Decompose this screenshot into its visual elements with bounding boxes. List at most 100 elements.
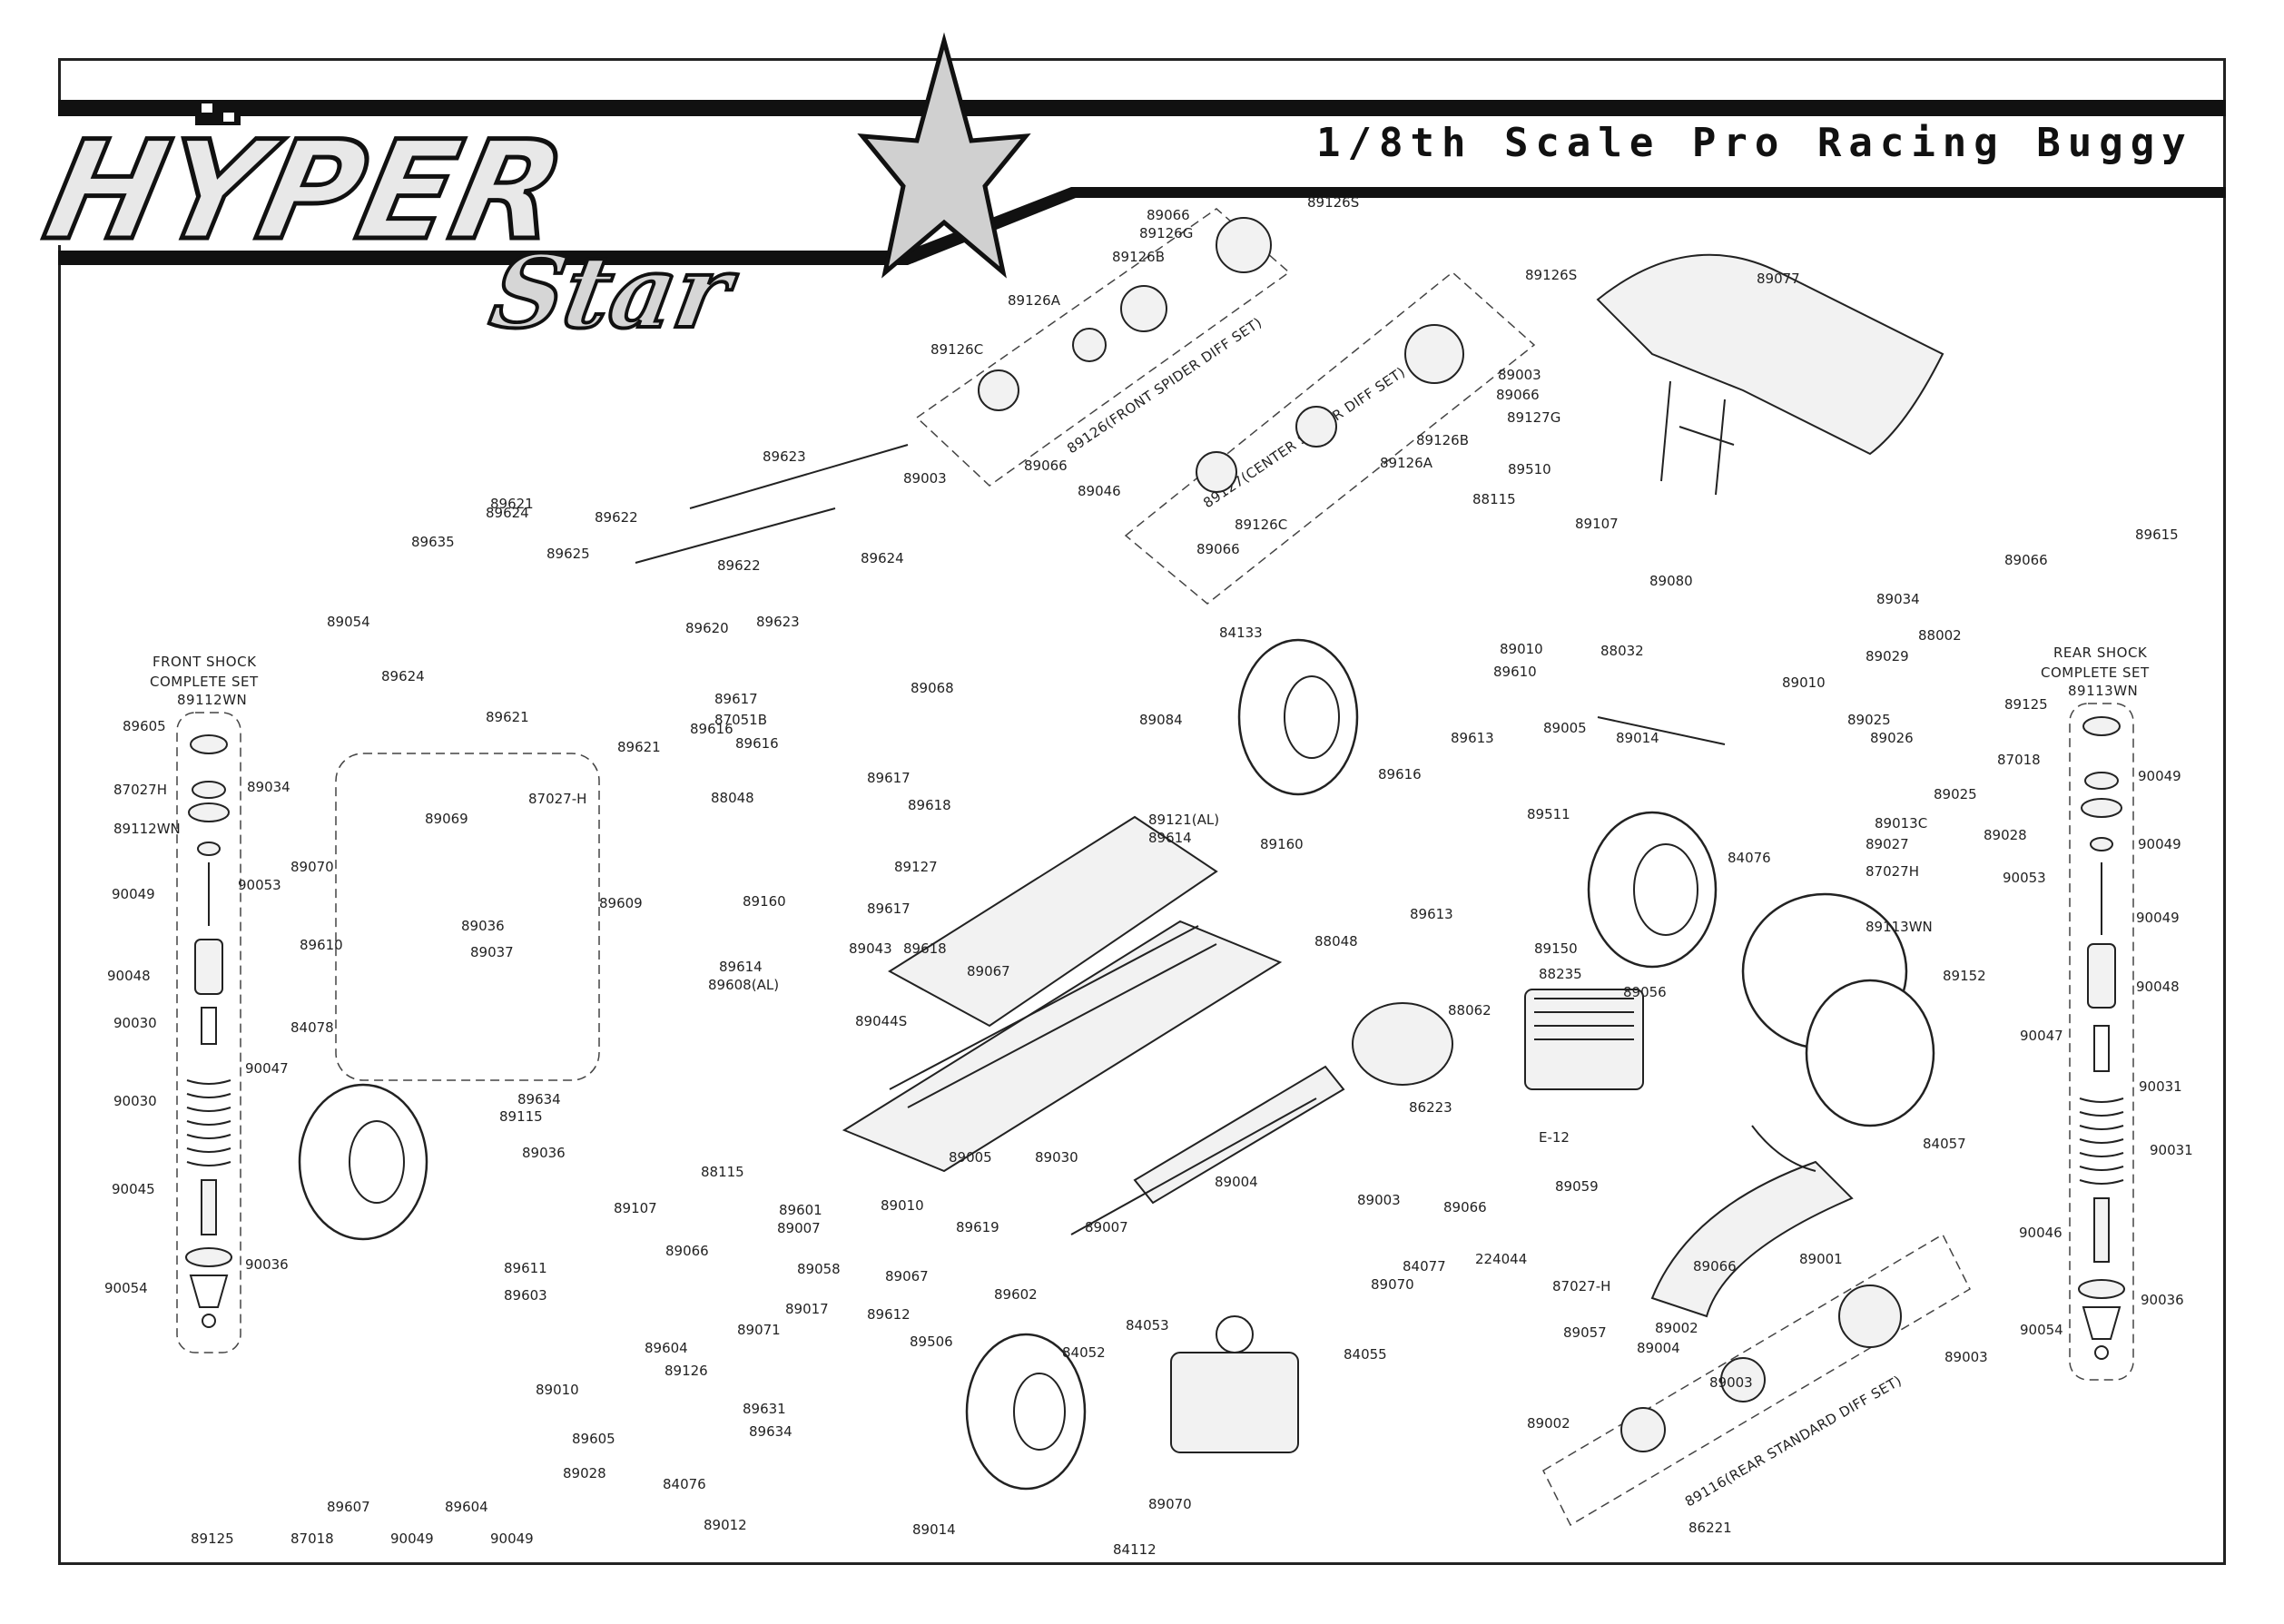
part-number-callout: 89066 bbox=[665, 1243, 709, 1259]
part-number-callout: 89635 bbox=[411, 534, 455, 550]
part-number-callout: 89059 bbox=[1555, 1178, 1599, 1195]
part-number-callout: 89067 bbox=[885, 1268, 929, 1284]
part-number-callout: 89036 bbox=[461, 918, 505, 934]
part-number-callout: 90036 bbox=[2141, 1292, 2184, 1308]
part-number-callout: 90047 bbox=[2020, 1028, 2063, 1044]
part-number-callout: 89615 bbox=[2135, 527, 2179, 543]
part-number-callout: 89609 bbox=[599, 895, 643, 911]
part-number-callout: 89126S bbox=[1307, 194, 1359, 211]
part-number-callout: 89003 bbox=[1498, 367, 1541, 383]
part-number-callout: 89010 bbox=[1782, 674, 1826, 691]
part-number-callout: 89010 bbox=[881, 1197, 924, 1214]
part-number-callout: 89605 bbox=[572, 1431, 615, 1447]
wheels bbox=[298, 638, 1935, 1491]
part-number-callout: 84052 bbox=[1062, 1344, 1106, 1361]
part-number-callout: 89601 bbox=[779, 1202, 822, 1218]
part-number-callout: 89603 bbox=[504, 1287, 547, 1304]
part-number-callout: 89012 bbox=[704, 1517, 747, 1533]
part-number-callout: 89126C bbox=[1235, 517, 1287, 533]
part-number-callout: 89621 bbox=[617, 739, 661, 755]
part-number-callout: 89057 bbox=[1563, 1324, 1607, 1341]
part-number-callout: 89014 bbox=[1616, 730, 1659, 746]
part-number-callout: 90031 bbox=[2150, 1142, 2193, 1158]
part-number-callout: 89126A bbox=[1380, 455, 1433, 471]
front-shock-title-1: FRONT SHOCK bbox=[153, 654, 257, 670]
part-number-callout: 90054 bbox=[104, 1280, 148, 1296]
part-number-callouts: 89126S8906689126G89126B89126A89126C89003… bbox=[104, 194, 2193, 1558]
front-shock-title-2: COMPLETE SET bbox=[150, 674, 259, 690]
part-number-callout: 89002 bbox=[1527, 1415, 1570, 1432]
part-number-callout: 89604 bbox=[445, 1499, 488, 1515]
part-number-callout: 89621 bbox=[486, 709, 529, 725]
part-number-callout: 89126B bbox=[1112, 249, 1165, 265]
part-number-callout: 89004 bbox=[1215, 1174, 1258, 1190]
part-number-callout: 89160 bbox=[743, 893, 786, 910]
part-number-callout: 224044 bbox=[1475, 1251, 1527, 1267]
steering-links bbox=[635, 444, 1726, 745]
part-number-callout: 89007 bbox=[777, 1220, 821, 1236]
part-number-callout: 89510 bbox=[1508, 461, 1551, 477]
part-number-callout: 89054 bbox=[327, 614, 370, 630]
part-number-callout: 90053 bbox=[238, 877, 281, 893]
part-number-callout: 88115 bbox=[1472, 491, 1516, 507]
part-number-callout: 89034 bbox=[247, 779, 290, 795]
front-shock-group-outline bbox=[335, 753, 600, 1081]
part-number-callout: 89618 bbox=[908, 797, 951, 813]
part-number-callout: 88032 bbox=[1600, 643, 1644, 659]
part-number-callout: 88062 bbox=[1448, 1002, 1491, 1019]
part-number-callout: 89634 bbox=[517, 1091, 561, 1107]
part-number-callout: 90049 bbox=[2138, 836, 2181, 852]
part-number-callout: 89125 bbox=[191, 1530, 234, 1547]
part-number-callout: 89113WN bbox=[1866, 919, 1933, 935]
part-number-callout: 90049 bbox=[390, 1530, 434, 1547]
part-number-callout: 89026 bbox=[1870, 730, 1914, 746]
part-number-callout: 87027-H bbox=[1552, 1278, 1610, 1294]
part-number-callout: 84077 bbox=[1403, 1258, 1446, 1275]
part-number-callout: 86221 bbox=[1688, 1520, 1732, 1536]
part-number-callout: 89126A bbox=[1008, 292, 1061, 309]
part-number-callout: 89003 bbox=[1944, 1349, 1988, 1365]
part-number-callout: 89616 bbox=[1378, 766, 1422, 782]
side-guard bbox=[1070, 1065, 1345, 1235]
part-number-callout: 89607 bbox=[327, 1499, 370, 1515]
page-title: 1/8th Scale Pro Racing Buggy bbox=[1316, 120, 2193, 166]
part-number-callout: 89617 bbox=[867, 770, 911, 786]
part-number-callout: 89068 bbox=[911, 680, 954, 696]
part-number-callout: 90046 bbox=[2019, 1225, 2062, 1241]
part-number-callout: 89604 bbox=[645, 1340, 688, 1356]
part-number-callout: 89066 bbox=[1496, 387, 1540, 403]
part-number-callout: 84053 bbox=[1126, 1317, 1169, 1334]
part-number-callout: 89625 bbox=[546, 546, 590, 562]
part-number-callout: 89127 bbox=[894, 859, 938, 875]
part-number-callout: 89619 bbox=[956, 1219, 999, 1235]
part-number-callout: 90045 bbox=[112, 1181, 155, 1197]
part-number-callout: 89618 bbox=[903, 940, 947, 957]
part-number-callout: 89616 bbox=[735, 735, 779, 752]
part-number-callout: 89028 bbox=[563, 1465, 606, 1481]
rear-shock-title-2: COMPLETE SET bbox=[2041, 664, 2150, 681]
part-number-callout: 89624 bbox=[486, 505, 529, 521]
part-number-callout: 89612 bbox=[867, 1306, 911, 1323]
part-number-callout: 87027H bbox=[113, 782, 167, 798]
chassis-plate bbox=[842, 920, 1283, 1173]
part-number-callout: 89066 bbox=[2004, 552, 2048, 568]
radio-tray bbox=[888, 815, 1218, 1028]
part-number-callout: 90031 bbox=[2139, 1078, 2182, 1095]
part-number-callout: 89080 bbox=[1649, 573, 1693, 589]
part-number-callout: 89037 bbox=[470, 944, 514, 960]
part-number-callout: 89004 bbox=[1637, 1340, 1680, 1356]
part-number-callout: 89624 bbox=[861, 550, 904, 566]
part-number-callout: 89617 bbox=[714, 691, 758, 707]
part-number-callout: 89017 bbox=[785, 1301, 829, 1317]
part-number-callout: 88115 bbox=[701, 1164, 744, 1180]
part-number-callout: 84076 bbox=[663, 1476, 706, 1492]
part-number-callout: 87027H bbox=[1866, 863, 1919, 880]
part-number-callout: 89071 bbox=[737, 1322, 781, 1338]
part-number-callout: 89013C bbox=[1875, 815, 1927, 832]
page-border bbox=[58, 58, 2226, 1565]
rear-shock-set-number: 89113WN bbox=[2068, 683, 2138, 699]
part-number-callout: 84055 bbox=[1344, 1346, 1387, 1363]
part-number-callout: 87027-H bbox=[528, 791, 586, 807]
part-number-callout: 89027 bbox=[1866, 836, 1909, 852]
